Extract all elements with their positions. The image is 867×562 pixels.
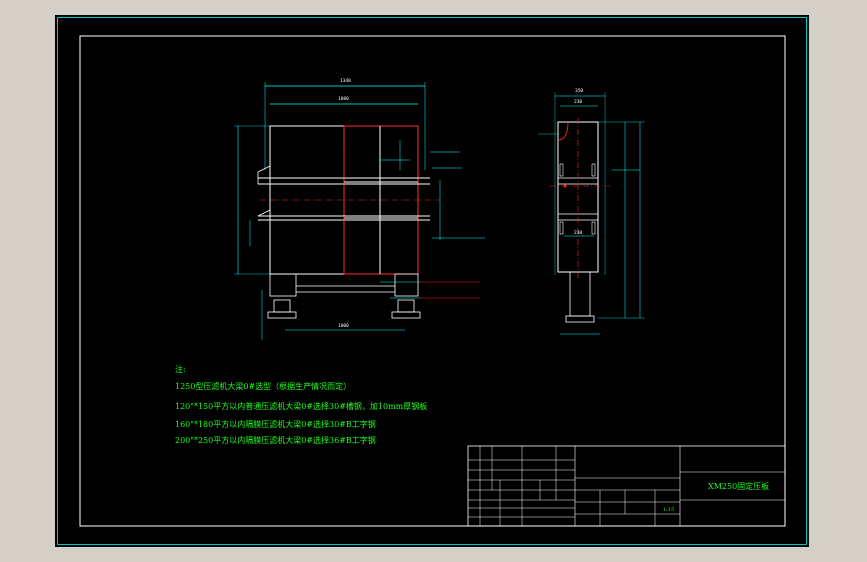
dim-side-second: 230 [574,99,582,105]
dim-side-lower: 230 [574,230,582,236]
drawing-border [79,35,786,527]
title-block: 1:15 [467,445,786,527]
notes-line-1: 1250型压滤机大梁0#选型（根据生产情况而定） [175,382,352,391]
dim-front-top: 1340 [340,78,351,84]
drawing-title: XM250固定压板 [708,482,770,491]
title-block-scale: 1:15 [663,507,674,513]
dim-front-second: 1080 [338,96,349,102]
side-view: 350 230 230 [538,88,645,335]
notes-header: 注: [175,365,186,374]
dim-side-top: 350 [575,88,583,94]
dim-front-bottom: 1000 [338,323,349,329]
notes-line-4: 200"*250平方以内隔膜压滤机大梁0#选择36#B工字钢 [175,436,376,445]
front-view: 1340 1080 [234,78,485,340]
notes-line-3: 160"*180平方以内隔膜压滤机大梁0#选择30#B工字钢 [175,420,376,429]
drawing-canvas[interactable] [55,15,809,547]
notes-line-2: 120"*150平方以内普通压滤机大梁0#选择30#槽钢，加10mm厚钢板 [175,402,428,411]
